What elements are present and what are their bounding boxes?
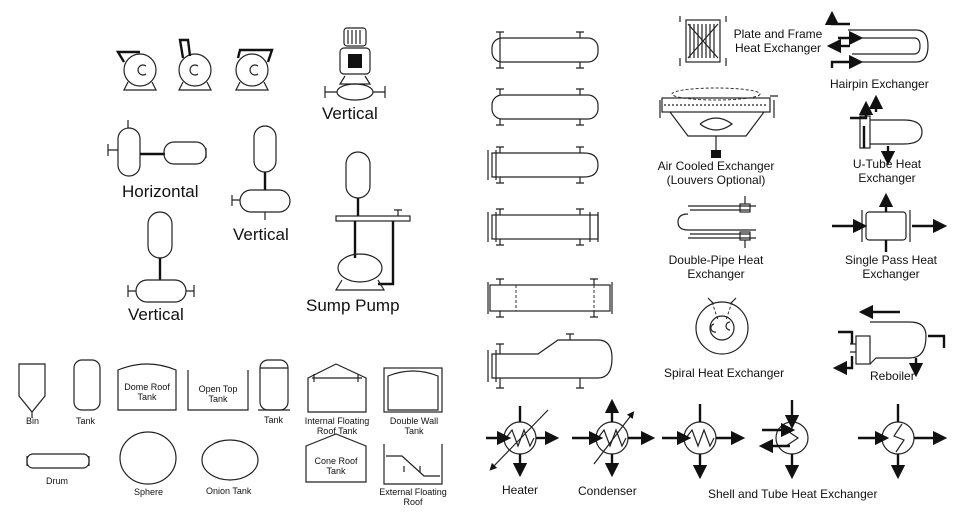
shell-exchanger-icon [487, 333, 613, 389]
open-top-tank-icon [187, 370, 249, 411]
condenser-icon [572, 398, 656, 478]
air-cooled-exchanger-icon [659, 87, 778, 158]
hairpin-label: Hairpin Exchanger [830, 77, 929, 91]
hairpin-exchanger-icon [824, 10, 929, 70]
double-wall-tank-icon [383, 367, 443, 413]
drum-label: Drum [46, 476, 68, 486]
external-floating-roof-label: External Floating Roof [379, 487, 447, 508]
shell-exchanger-icon [487, 146, 599, 184]
vertical-pump-icon [324, 27, 386, 101]
shell-exchanger-icon [487, 208, 599, 246]
centrifugal-pump-icon [115, 50, 157, 91]
u-tube-exchanger-icon [850, 94, 923, 166]
cone-roof-tank-icon [305, 433, 367, 483]
shell-tube-exchanger-icon [758, 400, 809, 480]
bin-icon [18, 363, 46, 418]
double-wall-tank-label: Double Wall Tank [389, 416, 439, 437]
shell-tube-label: Shell and Tube Heat Exchanger [708, 487, 878, 501]
dome-roof-tank-icon [117, 363, 177, 411]
compressor-horizontal-label: Horizontal [122, 182, 199, 201]
tank-label: Tank [76, 416, 96, 426]
single-pass-label: Single Pass Heat Exchanger [844, 253, 938, 281]
reboiler-icon [832, 304, 946, 378]
u-tube-label: U-Tube Heat Exchanger [852, 157, 922, 185]
sump-pump-label: Sump Pump [306, 296, 400, 315]
tank-label: Tank [264, 415, 284, 425]
internal-floating-roof-tank-icon [307, 363, 367, 413]
sphere-label: Sphere [134, 487, 164, 497]
condenser-label: Condenser [578, 484, 637, 498]
shell-exchanger-icon [491, 88, 599, 126]
external-floating-roof-tank-icon [383, 444, 443, 485]
dome-roof-tank-label: Dome Roof Tank [124, 382, 170, 403]
plate-frame-exchanger-icon [679, 16, 727, 66]
spiral-exchanger-icon [695, 297, 749, 355]
single-pass-exchanger-icon [832, 192, 948, 252]
double-pipe-label: Double-Pipe Heat Exchanger [668, 253, 764, 281]
reboiler-label: Reboiler [870, 369, 915, 383]
cone-roof-tank-label: Cone Roof Tank [314, 456, 358, 477]
centrifugal-pump-icon [235, 48, 274, 91]
compressor-vertical-label: Vertical [128, 305, 184, 324]
shell-exchanger-icon [491, 31, 599, 69]
centrifugal-pump-icon [178, 38, 212, 91]
air-cooled-label: Air Cooled Exchanger (Louvers Optional) [657, 159, 775, 187]
vertical-compressor-icon [231, 125, 291, 220]
internal-floating-roof-tank-label: Internal Floating Roof Tank [304, 416, 370, 437]
pump-vertical-label: Vertical [322, 104, 378, 123]
plate-frame-label: Plate and Frame Heat Exchanger [733, 27, 823, 55]
open-top-tank-label: Open Top Tank [198, 384, 238, 405]
heater-label: Heater [502, 483, 539, 497]
drum-icon [26, 453, 90, 469]
shell-tube-exchanger-icon [858, 404, 948, 480]
vertical-compressor-icon [127, 211, 195, 303]
shell-exchanger-icon [487, 278, 613, 318]
double-pipe-exchanger-icon [677, 196, 756, 248]
onion-tank-label: Onion Tank [206, 486, 252, 496]
shell-tube-exchanger-icon [662, 404, 746, 480]
tank-icon [258, 359, 290, 411]
sump-pump-icon [334, 151, 411, 291]
compressor-vertical-label: Vertical [233, 225, 289, 244]
bin-label: Bin [26, 416, 40, 426]
heater-icon [486, 406, 560, 478]
spiral-label: Spiral Heat Exchanger [664, 366, 785, 380]
sphere-icon [119, 431, 177, 485]
tank-icon [73, 359, 101, 411]
onion-tank-icon [201, 439, 259, 481]
horizontal-compressor-icon [107, 120, 207, 177]
